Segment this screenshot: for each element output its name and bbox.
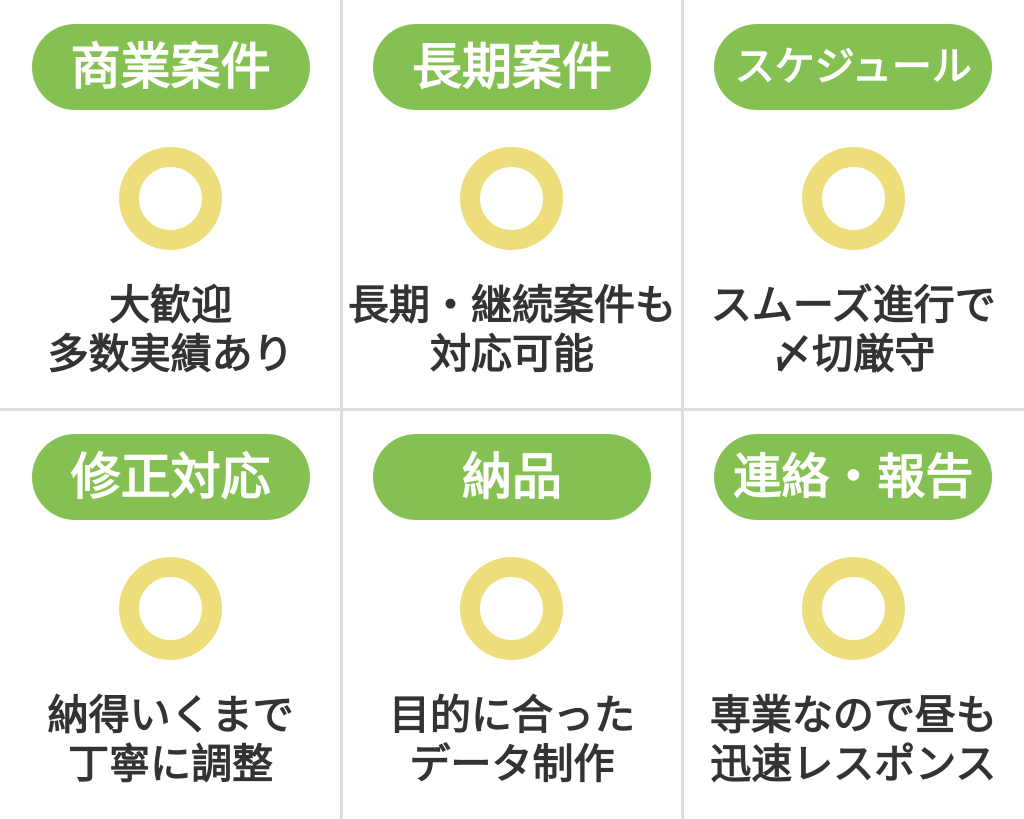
- feature-title: スケジュール: [734, 44, 972, 90]
- feature-title: 商業案件: [70, 38, 271, 96]
- feature-card-revision: 修正対応 納得いくまで 丁寧に調整: [0, 410, 341, 819]
- maru-circle-icon: [119, 556, 223, 660]
- feature-description: 大歓迎 多数実績あり: [48, 281, 294, 379]
- feature-card-communication: 連絡・報告 専業なので昼も 迅速レスポンス: [683, 410, 1024, 819]
- maru-circle-icon: [119, 147, 223, 250]
- feature-title-badge: 納品: [372, 433, 651, 520]
- feature-title: 長期案件: [411, 38, 612, 96]
- maru-circle-icon: [801, 556, 905, 660]
- feature-description: スムーズ進行で 〆切厳守: [711, 281, 996, 379]
- grid-divider-horizontal: [0, 408, 1024, 411]
- feature-description: 納得いくまで 丁寧に調整: [48, 691, 294, 789]
- feature-title-badge: 連絡・報告: [714, 433, 993, 520]
- feature-title-badge: 修正対応: [31, 433, 310, 520]
- description-line: 対応可能: [429, 330, 594, 379]
- description-line: 多数実績あり: [47, 330, 294, 379]
- maru-circle-icon: [460, 556, 564, 660]
- description-line: スムーズ進行で: [710, 281, 996, 329]
- description-line: 専業なので昼も: [709, 690, 997, 739]
- feature-description: 目的に合った データ制作: [389, 691, 635, 789]
- feature-description: 長期・継続案件も 対応可能: [348, 281, 676, 379]
- feature-description: 専業なので昼も 迅速レスポンス: [710, 691, 997, 789]
- description-line: 大歓迎: [109, 281, 233, 329]
- feature-card-commercial: 商業案件 大歓迎 多数実績あり: [0, 0, 341, 410]
- description-line: 〆切厳守: [771, 330, 936, 379]
- feature-title-badge: 商業案件: [31, 24, 310, 110]
- feature-card-delivery: 納品 目的に合った データ制作: [341, 410, 682, 819]
- feature-title-badge: スケジュール: [714, 24, 993, 110]
- maru-circle-icon: [801, 147, 905, 250]
- feature-title: 納品: [461, 447, 562, 506]
- feature-title: 連絡・報告: [733, 448, 974, 505]
- description-line: 丁寧に調整: [68, 739, 274, 788]
- description-line: 迅速レスポンス: [710, 739, 997, 788]
- feature-title: 修正対応: [70, 447, 271, 506]
- description-line: 長期・継続案件も: [347, 281, 676, 329]
- feature-title-badge: 長期案件: [372, 24, 651, 110]
- maru-circle-icon: [460, 147, 564, 250]
- feature-card-schedule: スケジュール スムーズ進行で 〆切厳守: [683, 0, 1024, 410]
- description-line: 納得いくまで: [47, 690, 294, 739]
- description-line: データ制作: [409, 739, 615, 788]
- feature-card-longterm: 長期案件 長期・継続案件も 対応可能: [341, 0, 682, 410]
- description-line: 目的に合った: [388, 690, 635, 739]
